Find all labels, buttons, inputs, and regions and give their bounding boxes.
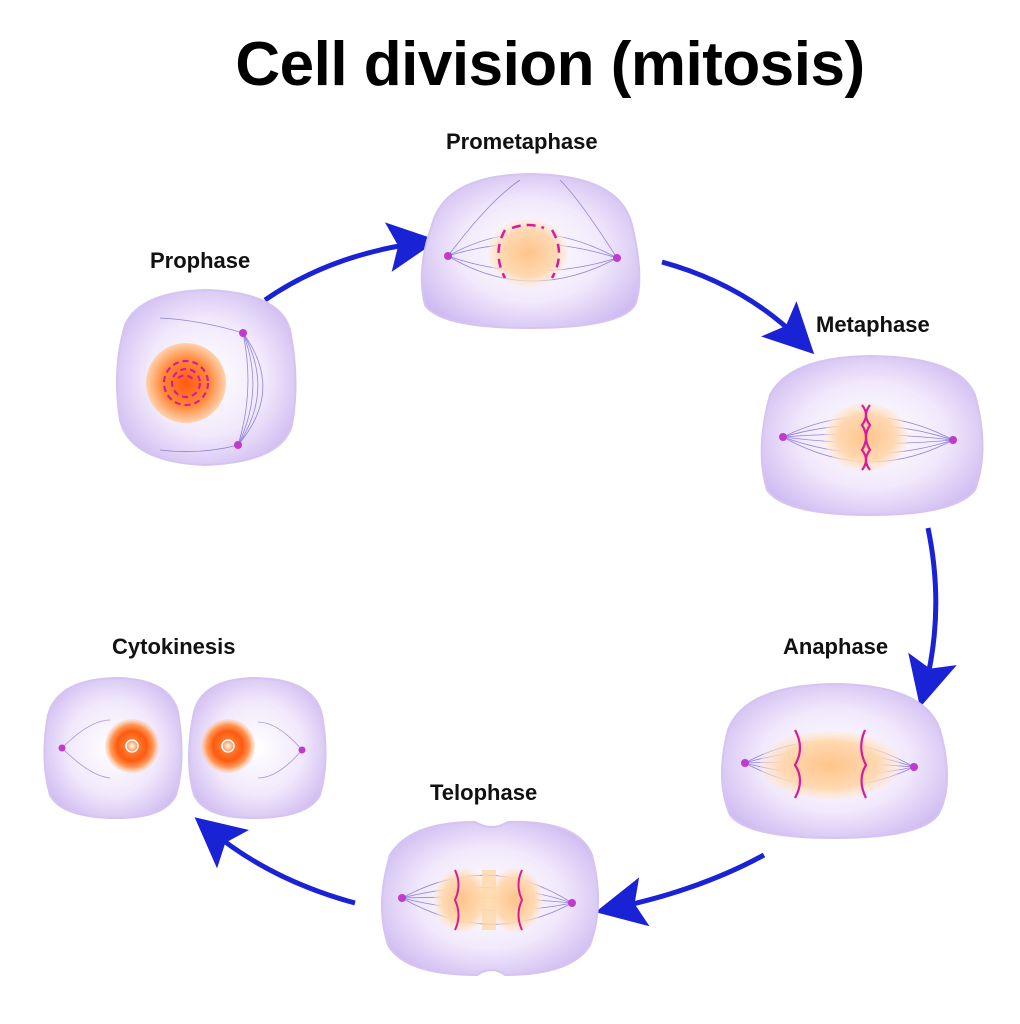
arrow-anaphase-to-telophase [595, 852, 766, 927]
arrow-prophase-to-prometaphase [263, 222, 438, 303]
cell-metaphase [760, 354, 984, 517]
arrow-prometaphase-to-metaphase [661, 259, 815, 355]
label-prophase: Prophase [150, 248, 251, 273]
diagram-title: Cell division (mitosis) [235, 30, 865, 99]
cell-prophase [115, 288, 297, 467]
cell-telophase [381, 820, 599, 977]
cell-anaphase [721, 682, 948, 840]
cell-prometaphase [420, 172, 641, 330]
label-cytokinesis: Cytokinesis [112, 634, 236, 659]
label-anaphase: Anaphase [783, 634, 889, 659]
label-telophase: Telophase [430, 780, 538, 805]
cell-cytokinesis [43, 676, 327, 820]
arrow-metaphase-to-anaphase [908, 527, 957, 708]
cycle-arrows [194, 222, 957, 927]
label-prometaphase: Prometaphase [446, 129, 598, 154]
arrow-telophase-to-cytokinesis [194, 817, 356, 906]
label-metaphase: Metaphase [816, 312, 930, 337]
